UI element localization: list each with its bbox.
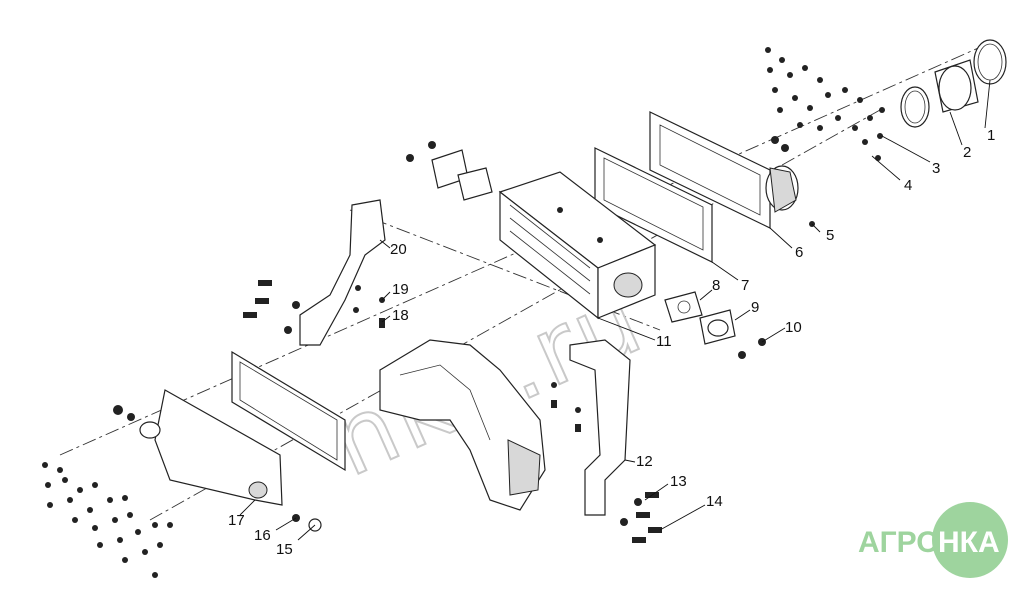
callout-4: 4 xyxy=(904,177,912,194)
callout-17: 17 xyxy=(228,512,245,529)
callout-16: 16 xyxy=(254,527,271,544)
part-sleeve xyxy=(934,59,979,113)
part-gasket-large xyxy=(231,350,346,472)
part-housing-17 xyxy=(113,389,283,506)
callout-labels: 1 2 3 4 5 6 7 8 9 10 11 12 13 14 15 16 1… xyxy=(228,127,995,558)
part-small-gasket-8 xyxy=(664,291,703,323)
bolt-set-upper xyxy=(765,47,885,161)
callout-20: 20 xyxy=(390,241,407,258)
logo-right-text: НКА xyxy=(938,526,1000,559)
part-ring-2 xyxy=(900,86,930,128)
logo-circle xyxy=(932,502,1008,578)
part-fan-shroud xyxy=(379,339,546,511)
part-bracket-20 xyxy=(299,199,386,346)
callout-5: 5 xyxy=(826,227,834,244)
callout-7: 7 xyxy=(741,277,749,294)
callout-14: 14 xyxy=(706,493,723,510)
callout-12: 12 xyxy=(636,453,653,470)
callout-11: 11 xyxy=(656,333,672,350)
part-bracket-12 xyxy=(551,339,631,516)
callout-6: 6 xyxy=(795,244,803,261)
callout-8: 8 xyxy=(712,277,720,294)
bolt-set-lower-left xyxy=(42,462,173,578)
callout-2: 2 xyxy=(963,144,971,161)
callout-15: 15 xyxy=(276,541,293,558)
part-plug-15-16 xyxy=(292,514,322,532)
part-pipe-flange-9 xyxy=(699,309,766,359)
callout-9: 9 xyxy=(751,299,759,316)
callout-10: 10 xyxy=(785,319,802,336)
callout-leaders xyxy=(239,79,991,541)
callout-18: 18 xyxy=(392,307,409,324)
callout-19: 19 xyxy=(392,281,409,298)
part-inlet-flange xyxy=(406,141,493,201)
callout-13: 13 xyxy=(670,473,687,490)
callout-3: 3 xyxy=(932,160,940,177)
part-cooler-core xyxy=(498,171,657,320)
logo-left-text: АГРО xyxy=(858,526,940,559)
part-ring-1 xyxy=(973,39,1007,85)
bolt-set-13-14 xyxy=(620,492,662,543)
callout-1: 1 xyxy=(987,127,995,144)
bolt-set-left xyxy=(243,280,300,334)
agronka-logo: АГРО НКА xyxy=(858,502,1008,578)
